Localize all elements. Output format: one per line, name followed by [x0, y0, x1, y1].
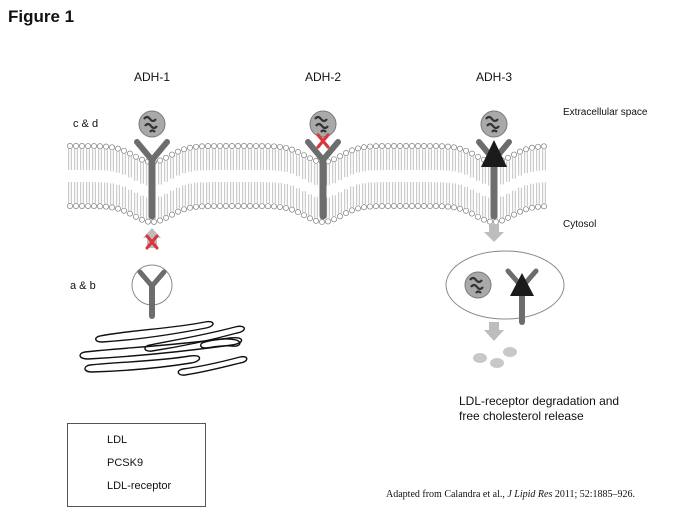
citation: Adapted from Calandra et al., J Lipid Re… [386, 489, 635, 500]
column-label-adh3: ADH-3 [476, 70, 513, 84]
legend-label-ldl-receptor: LDL-receptor [107, 480, 172, 492]
degradation-fragments [473, 347, 517, 368]
column-label-adh2: ADH-2 [305, 70, 342, 84]
ldl-particle-adh1 [137, 109, 167, 139]
region-label-extracellular: Extracellular space [563, 107, 648, 118]
degradation-arrow [484, 322, 504, 341]
ldl-particle-adh3 [479, 109, 509, 139]
ldl-particle-adh2 [308, 109, 338, 139]
endoplasmic-reticulum [79, 320, 248, 376]
citation-prefix: Adapted from Calandra et al., [386, 489, 505, 500]
pcsk9-triangle-adh3 [481, 140, 507, 167]
citation-suffix: 2011; 52:1885–926. [554, 489, 636, 500]
internalization-arrow [484, 224, 504, 242]
region-label-cytosol: Cytosol [563, 219, 597, 230]
cell-membrane [67, 143, 547, 225]
figure-title: Figure 1 [8, 7, 75, 26]
legend-label-pcsk9: PCSK9 [107, 457, 144, 469]
legend [67, 423, 206, 507]
transport-blocked-arrow [143, 228, 161, 250]
column-label-adh1: ADH-1 [134, 70, 171, 84]
outcome-label: LDL-receptor degradation and free choles… [459, 394, 620, 423]
lysosome [445, 250, 565, 325]
ldl-receptor-adh2 [308, 142, 338, 216]
ldl-receptor-adh1 [137, 142, 167, 216]
side-label-upper: c & d [73, 118, 99, 130]
receptor-vesicle [131, 264, 173, 319]
citation-journal: J Lipid Res [507, 489, 553, 500]
side-label-lower: a & b [70, 280, 96, 292]
binding-blocked-mark [316, 133, 330, 149]
legend-label-ldl: LDL [107, 434, 128, 446]
